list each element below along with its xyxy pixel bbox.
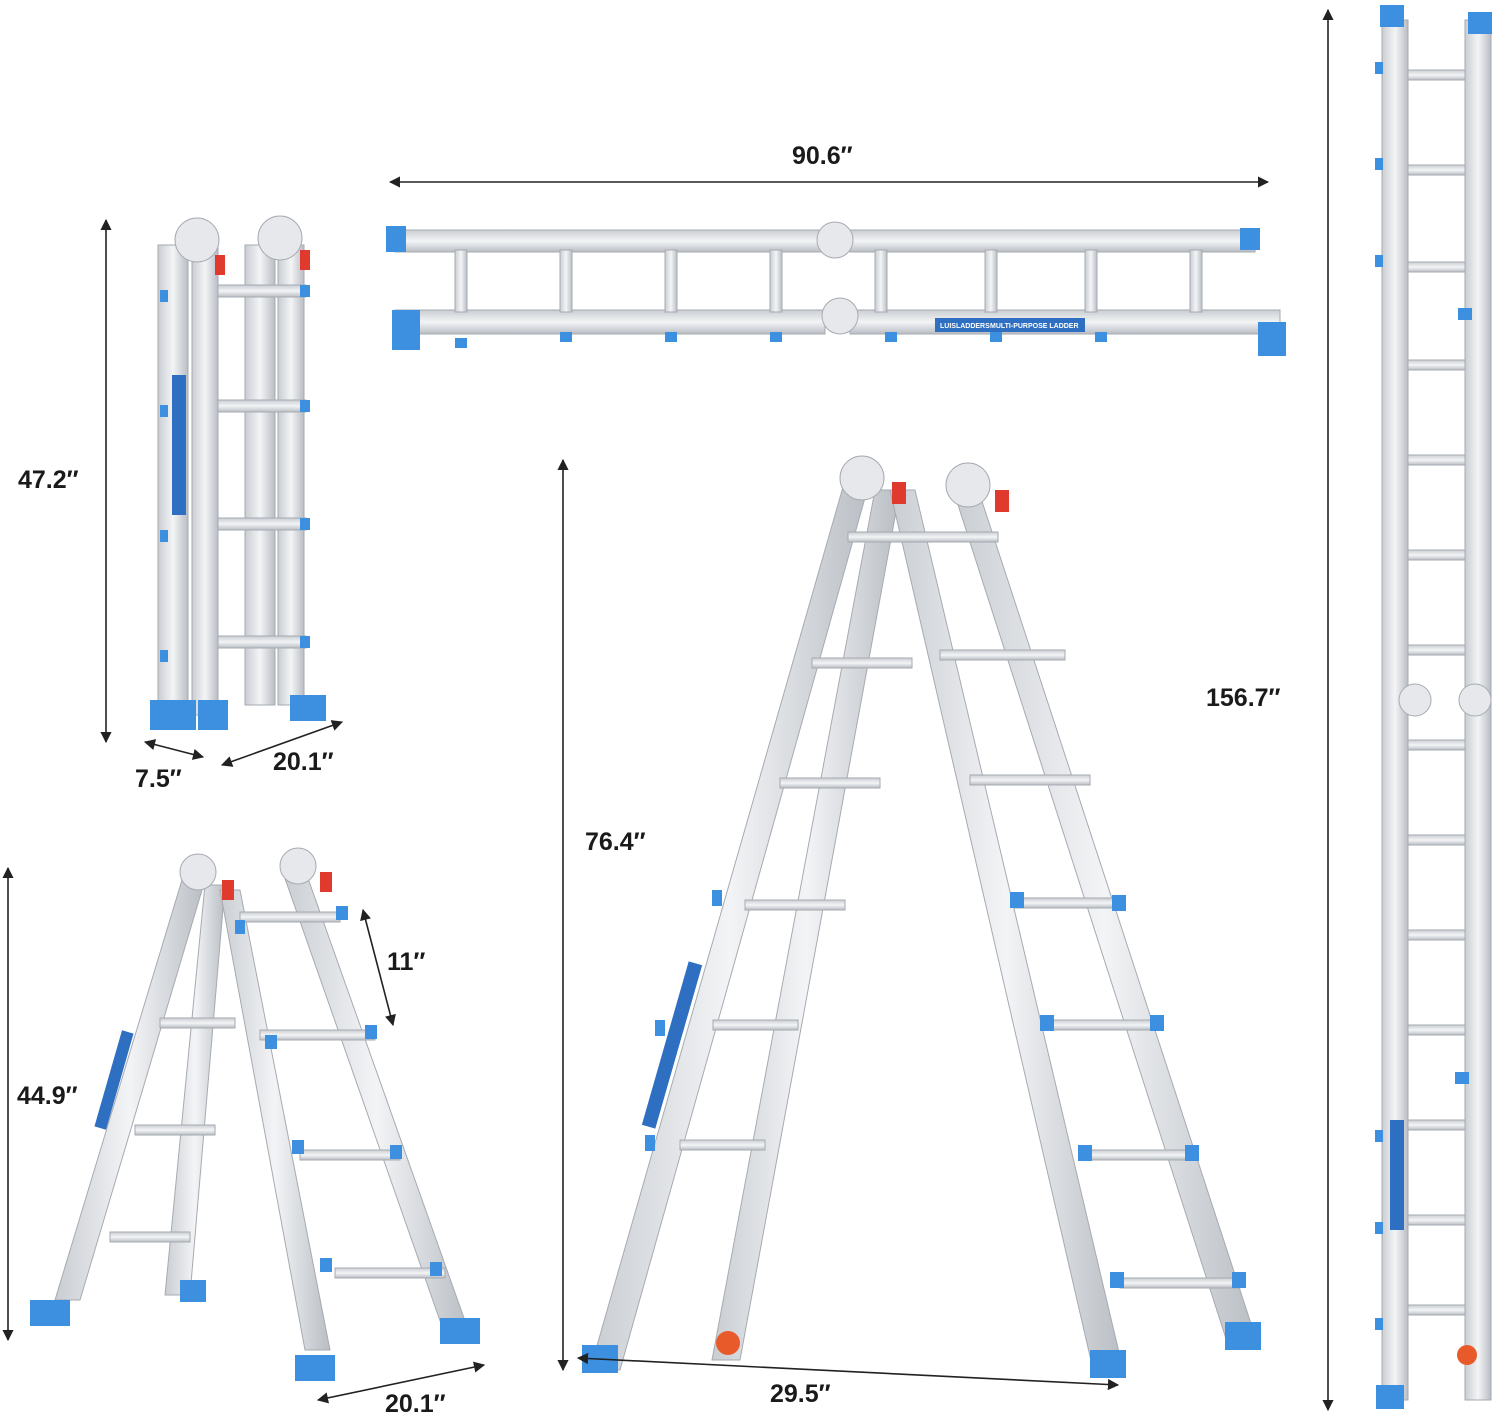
horizontal-ladder: LUISLADDERS MULTI-PURPOSE LADDER (386, 221, 1286, 356)
small-a-frame-ladder (30, 847, 480, 1381)
folded-depth-label: 7.5″ (135, 765, 182, 793)
horizontal-length-label: 90.6″ (792, 142, 853, 170)
brand-label-text: MULTI-PURPOSE LADDER (990, 323, 1079, 330)
folded-ladder (150, 215, 326, 730)
small-a-width-label: 20.1″ (385, 1390, 446, 1418)
rung-spacing-label: 11″ (387, 948, 426, 976)
a-frame-spread-label: 29.5″ (770, 1380, 831, 1408)
a-frame-height-label: 76.4″ (585, 828, 646, 856)
brand-logo-text: LUISLADDERS (940, 323, 990, 330)
dimension-lines (2, 8, 1334, 1412)
extension-ladder (1375, 5, 1492, 1409)
folded-height-label: 47.2″ (18, 466, 79, 494)
small-a-height-label: 44.9″ (17, 1082, 78, 1110)
a-frame-ladder (582, 455, 1261, 1378)
folded-width-label: 20.1″ (273, 748, 334, 776)
extension-length-label: 156.7″ (1206, 684, 1281, 712)
